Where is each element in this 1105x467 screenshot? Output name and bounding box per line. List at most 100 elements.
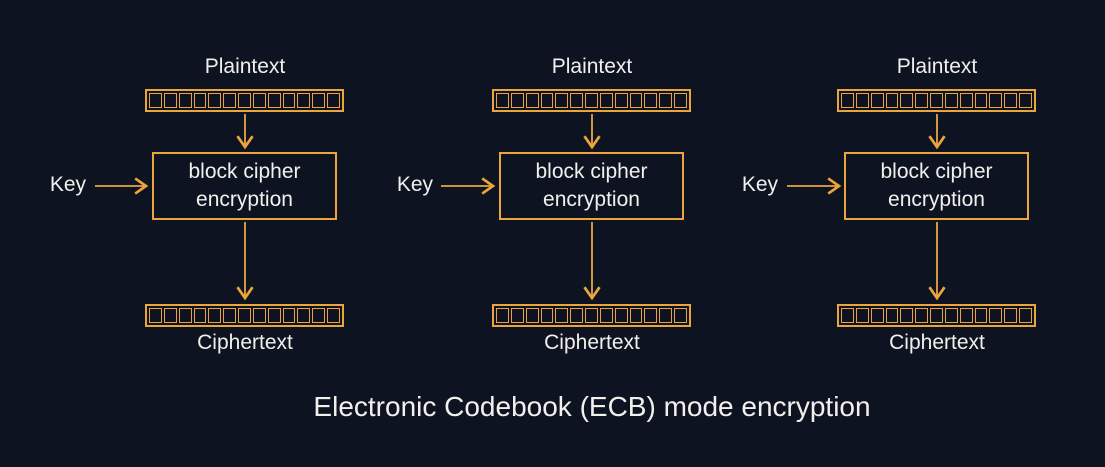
block-cell xyxy=(178,93,192,108)
block-cell xyxy=(282,308,296,323)
block-cell xyxy=(989,93,1003,108)
block-cell xyxy=(870,308,884,323)
block-cell xyxy=(614,308,628,323)
block-cell xyxy=(944,308,958,323)
block-cell xyxy=(1019,93,1032,108)
block-cell xyxy=(885,93,899,108)
block-cell xyxy=(870,93,884,108)
plaintext-label: Plaintext xyxy=(204,55,286,78)
block-cell xyxy=(841,93,854,108)
block-cell xyxy=(629,93,643,108)
block-cell xyxy=(208,308,222,323)
block-cell xyxy=(327,93,340,108)
plaintext-label: Plaintext xyxy=(896,55,978,78)
diagram-title: Electronic Codebook (ECB) mode encryptio… xyxy=(313,391,871,422)
block-cipher-encryption-box: block cipher encryption xyxy=(152,152,337,220)
block-cell xyxy=(252,93,266,108)
block-cell xyxy=(312,93,326,108)
block-cell xyxy=(585,93,598,108)
block-cell xyxy=(989,308,1003,323)
block-cell xyxy=(297,308,311,323)
block-cell xyxy=(252,308,266,323)
block-cell xyxy=(193,308,207,323)
ecb-column: Plaintext block cipher encryption Cipher… xyxy=(492,54,692,364)
block-cell xyxy=(267,308,281,323)
block-cell xyxy=(900,308,914,323)
block-cell xyxy=(974,308,988,323)
block-cell xyxy=(855,308,869,323)
block-cell xyxy=(659,308,673,323)
block-cell xyxy=(238,308,251,323)
block-cell xyxy=(327,308,340,323)
block-cell xyxy=(510,93,524,108)
block-cell xyxy=(900,93,914,108)
block-cell xyxy=(540,93,554,108)
block-cell xyxy=(1004,308,1018,323)
block-cell xyxy=(297,93,311,108)
ecb-column: Plaintext block cipher encryption Cipher… xyxy=(837,54,1037,364)
block-cell xyxy=(555,93,569,108)
block-cell xyxy=(163,93,177,108)
key-label: Key xyxy=(396,173,433,196)
block-cell xyxy=(570,93,584,108)
block-cell xyxy=(1004,93,1018,108)
ecb-column: Plaintext block cipher encryption Cipher… xyxy=(145,54,345,364)
block-cell xyxy=(540,308,554,323)
block-cell xyxy=(149,308,162,323)
ciphertext-block xyxy=(837,304,1036,327)
plaintext-block xyxy=(837,89,1036,112)
block-cell xyxy=(267,93,281,108)
plaintext-block xyxy=(492,89,691,112)
plaintext-label: Plaintext xyxy=(551,55,633,78)
plaintext-block xyxy=(145,89,344,112)
block-cipher-encryption-box: block cipher encryption xyxy=(499,152,684,220)
block-cell xyxy=(644,93,658,108)
block-cell xyxy=(974,93,988,108)
block-cell xyxy=(525,93,539,108)
ciphertext-block xyxy=(145,304,344,327)
block-cell xyxy=(585,308,598,323)
key-label: Key xyxy=(741,173,778,196)
block-cell xyxy=(570,308,584,323)
block-cell xyxy=(599,308,613,323)
block-cell xyxy=(163,308,177,323)
block-cell xyxy=(1019,308,1032,323)
block-cell xyxy=(674,93,687,108)
block-cell xyxy=(149,93,162,108)
key-label: Key xyxy=(49,173,86,196)
ciphertext-label: Ciphertext xyxy=(889,331,985,354)
block-cell xyxy=(644,308,658,323)
block-cell xyxy=(223,308,237,323)
ciphertext-block xyxy=(492,304,691,327)
block-cell xyxy=(915,93,929,108)
block-cell xyxy=(930,93,943,108)
block-cell xyxy=(930,308,943,323)
block-cipher-encryption-box: block cipher encryption xyxy=(844,152,1029,220)
block-cell xyxy=(885,308,899,323)
block-cell xyxy=(674,308,687,323)
block-cell xyxy=(614,93,628,108)
block-cell xyxy=(496,308,509,323)
block-cell xyxy=(496,93,509,108)
block-cell xyxy=(599,93,613,108)
block-cell xyxy=(855,93,869,108)
block-cell xyxy=(629,308,643,323)
block-cell xyxy=(659,93,673,108)
block-cell xyxy=(555,308,569,323)
block-cell xyxy=(238,93,251,108)
block-cell xyxy=(841,308,854,323)
block-cell xyxy=(282,93,296,108)
block-cell xyxy=(178,308,192,323)
ciphertext-label: Ciphertext xyxy=(197,331,293,354)
ciphertext-label: Ciphertext xyxy=(544,331,640,354)
block-cell xyxy=(510,308,524,323)
block-cell xyxy=(944,93,958,108)
block-cell xyxy=(959,93,973,108)
block-cell xyxy=(525,308,539,323)
block-cell xyxy=(312,308,326,323)
block-cell xyxy=(915,308,929,323)
block-cell xyxy=(193,93,207,108)
block-cell xyxy=(208,93,222,108)
block-cell xyxy=(959,308,973,323)
